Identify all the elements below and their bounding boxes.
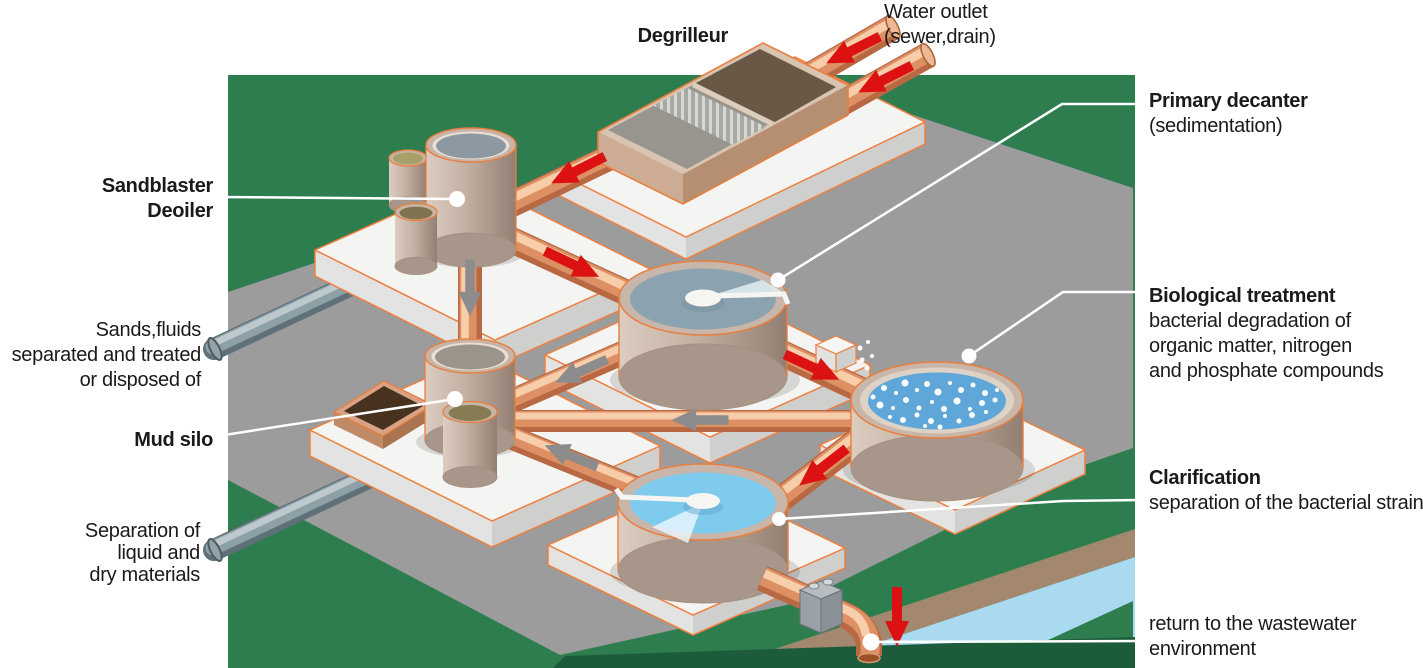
label-line: organic matter, nitrogen: [1149, 335, 1352, 357]
leader-sandblaster: [219, 195, 458, 201]
label-line: separation of the bacterial strain: [1149, 492, 1423, 514]
leader-dot: [770, 272, 786, 288]
skimmer-arm: [711, 291, 791, 305]
grate-icon: [653, 87, 766, 145]
label-line: return to the wastewater: [1149, 613, 1357, 635]
skimmer-arm: [614, 487, 695, 503]
sandblaster-water: [436, 133, 506, 159]
valve-bolt-icon: [808, 582, 820, 590]
label-line: or disposed of: [79, 369, 202, 391]
leader-return: [870, 639, 1141, 644]
label-biological-treatment: Biological treatment bacterial degradati…: [1149, 284, 1384, 384]
skimmer-hub: [686, 493, 720, 509]
mud-aux-tank: [442, 400, 498, 488]
valve-bolt-icon: [822, 578, 834, 586]
label-line: bacterial degradation of: [1149, 310, 1351, 332]
label-primary-decanter: Primary decanter (sedimentation): [1149, 89, 1308, 139]
label-line: (sedimentation): [1149, 115, 1283, 137]
basin-partition: [691, 82, 774, 126]
label-line: Deoiler: [147, 200, 213, 222]
label-clarification: Clarification separation of the bacteria…: [1149, 466, 1423, 516]
outlet-valve: [798, 578, 844, 634]
bottom-grass-strip: [553, 637, 1135, 668]
mud-water: [435, 344, 505, 370]
air-bubbles-icon: [857, 340, 874, 371]
sandblaster-tank: [425, 127, 517, 268]
label-title: Primary decanter: [1149, 90, 1308, 112]
biological-water: [868, 372, 1006, 430]
aeration-bubbles: [870, 379, 999, 430]
label-line: and phosphate compounds: [1149, 360, 1384, 382]
river-bank: [718, 529, 1135, 668]
leader-dot: [772, 512, 786, 526]
label-return-environment: return to the wastewater environment: [1149, 612, 1357, 662]
label-line: environment: [1149, 638, 1256, 660]
leader-mud-silo: [217, 397, 456, 438]
sandblaster-aux-tank-2: [394, 202, 438, 275]
leader-biological: [968, 290, 1140, 358]
label-title: Biological treatment: [1149, 285, 1336, 307]
leader-dot: [447, 391, 463, 407]
label-degrilleur: Degrilleur: [637, 25, 729, 47]
label-title: Clarification: [1149, 467, 1261, 489]
basin-sludge-zone: [696, 49, 836, 122]
label-sandblaster-deoiler: Sandblaster Deoiler: [0, 174, 213, 224]
label-line: (sewer,drain): [884, 26, 996, 48]
aeration-unit: [814, 335, 874, 373]
label-line: dry materials: [89, 564, 200, 586]
label-line: Water outlet: [884, 1, 988, 23]
clarification-tank: [614, 463, 789, 604]
mud-bed: [344, 386, 423, 430]
leader-dot: [862, 633, 880, 651]
degrilleur-basin: [597, 42, 849, 205]
label-line: Sands,fluids: [95, 319, 202, 341]
label-line: separated and treated: [11, 344, 202, 366]
label-line: liquid and: [117, 542, 200, 564]
sandblaster-aux-tank-1: [388, 149, 428, 214]
mud-tray: [332, 380, 435, 449]
leader-dot: [449, 191, 465, 207]
leader-clarification: [778, 498, 1141, 521]
label-separation: Separation of liquid and dry materials: [0, 520, 200, 586]
label-line: Separation of: [84, 520, 200, 542]
label-sands: Sands,fluids separated and treated or di…: [0, 318, 202, 393]
far-bank-grass: [1046, 601, 1133, 641]
leader-dots: [447, 191, 977, 651]
label-water-outlet: Water outlet (sewer,drain): [884, 0, 996, 50]
biological-tank: [850, 361, 1024, 502]
leader-lines: [217, 102, 1141, 644]
primary-decanter-tank: [618, 260, 791, 411]
label-line: Sandblaster: [101, 175, 213, 197]
leader-dot: [961, 348, 977, 364]
label-mud-silo: Mud silo: [134, 429, 213, 451]
leader-primary-decanter: [777, 102, 1140, 282]
